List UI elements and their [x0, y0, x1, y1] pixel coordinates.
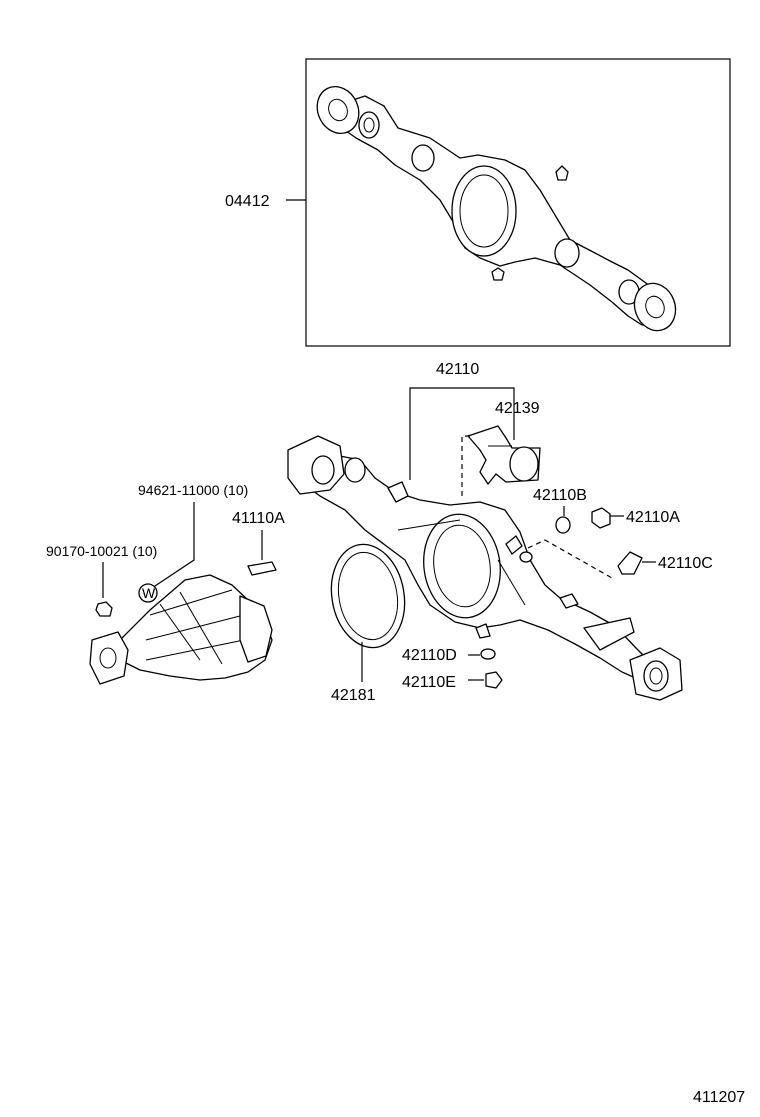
- housing-right-flange: [629, 647, 683, 701]
- label-42110: 42110: [436, 361, 479, 378]
- label-42110A-right: 42110A: [626, 509, 680, 526]
- nut-90170-shape: [95, 601, 113, 617]
- nut-42110E-shape: [485, 671, 503, 689]
- plug-42110D-shape: [480, 648, 496, 660]
- inset-plug-top: [555, 165, 569, 181]
- label-42110E: 42110E: [402, 674, 456, 691]
- group-42110: 42110 42139: [287, 361, 683, 701]
- part-42110A-right: 42110A: [591, 507, 680, 529]
- carrier-pinion-flange: [89, 631, 129, 685]
- housing-breather-boss: [505, 535, 523, 555]
- stud-shape: [247, 561, 277, 576]
- carrier-flange-center: [99, 647, 117, 669]
- part-42110E: 42110E: [402, 671, 503, 691]
- carrier-ring-gear: [239, 595, 273, 663]
- diagram-code: 411207: [693, 1089, 745, 1106]
- leader-42110: [409, 387, 515, 480]
- breather-42110C-shape: [617, 551, 643, 575]
- part-42181-gasket: 42181: [330, 543, 406, 704]
- plug-42110A-shape: [591, 507, 611, 529]
- inset-plug-bottom: [491, 267, 505, 281]
- housing-plug-hole: [519, 551, 533, 563]
- label-42139: 42139: [495, 400, 540, 417]
- gasket-outer: [330, 543, 406, 649]
- carrier-ribs: [145, 589, 245, 665]
- label-42110D: 42110D: [402, 647, 457, 664]
- housing-drain-boss: [475, 623, 491, 639]
- label-04412: 04412: [225, 193, 270, 210]
- w-mark: W: [142, 585, 156, 601]
- part-42110D: 42110D: [402, 647, 496, 664]
- part-42110C: 42110C: [527, 539, 713, 579]
- dash-42139: [461, 435, 470, 500]
- part-41110A-stud: 41110A: [232, 510, 285, 576]
- part-42110B: 42110B: [533, 487, 587, 534]
- inset-axle-housing-assy: 04412: [225, 58, 731, 347]
- housing-bracket-clip: [387, 481, 409, 503]
- inset-right-hole: [554, 238, 580, 268]
- gasket-inner: [337, 551, 399, 641]
- leader-94621: [151, 502, 195, 589]
- label-42181: 42181: [331, 687, 376, 704]
- inset-left-hole: [411, 144, 435, 172]
- inset-diff-opening: [451, 165, 517, 257]
- housing-diff-opening: [397, 513, 526, 619]
- housing-left-flange: [287, 435, 366, 495]
- part-94621: 94621-11000 (10) W: [138, 482, 248, 603]
- label-94621: 94621-11000 (10): [138, 482, 248, 498]
- housing-lower-clip: [559, 593, 579, 609]
- label-90170: 90170-10021 (10): [46, 543, 157, 559]
- label-42110C: 42110C: [658, 555, 713, 572]
- inset-left-flange: [316, 86, 380, 139]
- part-90170: 90170-10021 (10): [46, 543, 157, 617]
- inset-right-flange: [618, 279, 677, 332]
- dash-42110C: [527, 539, 613, 579]
- label-41110A: 41110A: [232, 510, 285, 527]
- part-42139-bracket: [467, 425, 541, 485]
- label-42110B: 42110B: [533, 487, 587, 504]
- inset-frame: [305, 58, 731, 347]
- part-differential-carrier: [89, 574, 273, 685]
- housing-right-pad: [583, 617, 635, 651]
- plug-42110B-shape: [555, 516, 571, 534]
- w-mark-circle: [138, 583, 158, 603]
